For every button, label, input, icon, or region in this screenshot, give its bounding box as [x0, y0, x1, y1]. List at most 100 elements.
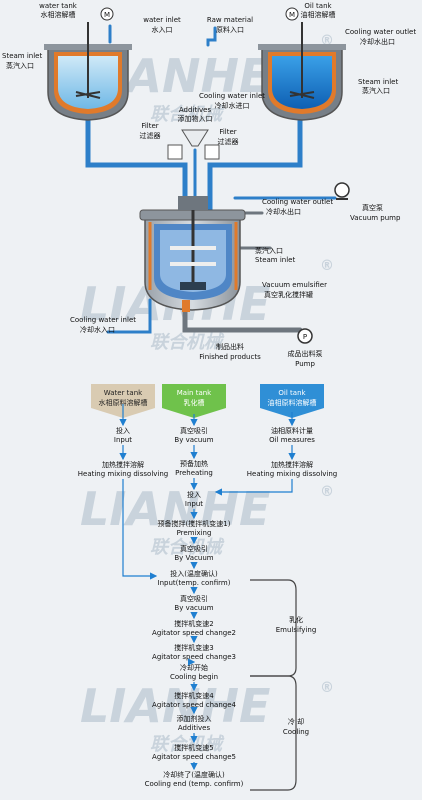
- main-step-label: By Vacuum: [174, 554, 213, 562]
- cooling-label: Cooling: [283, 728, 309, 736]
- main-step-label: By vacuum: [174, 436, 213, 444]
- watermark-reg-2: ®: [320, 258, 334, 274]
- cooling-water-inlet-left-label: Cooling water inlet: [70, 316, 136, 324]
- watermark: LIANHE 联合机械 LIANHE 联合机械 LIANHE 联合机械 LIAN…: [80, 33, 334, 755]
- additives-label: Additives: [179, 106, 212, 114]
- additives-label-cn: 添加物入口: [178, 114, 213, 123]
- flow-links: [119, 404, 296, 771]
- main-step-label-cn: 添加剂投入: [177, 714, 212, 723]
- main-step-label: Cooling begin: [170, 673, 218, 681]
- water-step-label: Input: [114, 436, 132, 444]
- header-oil-label-cn: 油相原料溶解槽: [268, 398, 317, 407]
- cooling-water-outlet-right-label-cn: 冷却水出口: [360, 37, 395, 46]
- cooling-water-outlet-mid-label: Cooling water outlet: [262, 198, 333, 206]
- filter-right-label-cn: 过滤器: [218, 137, 239, 146]
- raw-material-label: Raw material: [207, 16, 253, 24]
- finished-products-label: Finished products: [199, 353, 261, 361]
- oil-tank: M: [258, 7, 346, 121]
- filter-left-label-cn: 过滤器: [140, 131, 161, 140]
- main-step: 冷却终了(温度确认)Cooling end (temp. confirm): [145, 770, 244, 788]
- finished-products-label-cn: 制品出料: [216, 342, 244, 351]
- water-tank-motor-symbol: M: [104, 11, 110, 19]
- emulsifying-label: Emulsifying: [276, 626, 317, 634]
- main-step-label-cn: 投入(温度确认): [170, 569, 218, 578]
- watermark-reg-3: ®: [320, 484, 334, 500]
- steam-inlet-mid-label-cn: 蒸汽入口: [255, 246, 283, 255]
- cooling-water-outlet-right-label: Cooling water outlet: [345, 28, 416, 36]
- water-pipe: [85, 115, 188, 218]
- vacuum-pump-label-cn: 真空泵: [362, 203, 383, 212]
- oil-tank-label: Oil tank: [304, 2, 332, 10]
- main-step-label: Premixing: [177, 529, 212, 537]
- steam-inlet-right-label-cn: 蒸汽入口: [362, 86, 390, 95]
- filter-right-label: Filter: [219, 128, 236, 136]
- watermark-reg-4: ®: [320, 680, 334, 696]
- top-labels: water tank 水相溶解槽 water inlet 水入口 Raw mat…: [2, 2, 416, 368]
- pump-label: Pump: [295, 360, 315, 368]
- water-tank: M: [44, 7, 132, 121]
- oil-tank-motor-symbol: M: [289, 11, 295, 19]
- water-tank-label: water tank: [39, 2, 78, 10]
- main-step-label: Cooling end (temp. confirm): [145, 780, 244, 788]
- watermark-brand-4: LIANHE: [80, 679, 270, 733]
- main-step-label: Agitator speed change2: [152, 629, 236, 637]
- cooling-water-inlet-left-label-cn: 冷却水入口: [80, 325, 115, 334]
- header-water-label-cn: 水相原料溶解槽: [99, 398, 148, 407]
- water-inlet-label-cn: 水入口: [152, 25, 173, 34]
- main-step-label: Agitator speed change5: [152, 753, 236, 761]
- main-step-label-cn: 预备加热: [180, 459, 208, 468]
- cooling-water-inlet-right-label-cn: 冷却水进口: [215, 101, 250, 110]
- steam-inlet-left-label: Steam inlet: [2, 52, 42, 60]
- main-step-label: Agitator speed change3: [152, 653, 236, 661]
- pump-label-cn: 成品出料泵: [288, 349, 323, 358]
- watermark-brand-cn-1: 联合机械: [150, 104, 225, 125]
- header-water-label: Water tank: [104, 389, 143, 397]
- vacuum-pump-label: Vacuum pump: [350, 214, 401, 222]
- emulsifying-bracket: 乳化 Emulsifying: [250, 579, 317, 677]
- cooling-water-inlet-right-label: Cooling water inlet: [199, 92, 265, 100]
- cooling-water-outlet-mid-label-cn: 冷却水出口: [266, 207, 301, 216]
- main-step-label-cn: 冷却开始: [180, 663, 208, 672]
- steam-inlet-left-label-cn: 蒸汽入口: [6, 61, 34, 70]
- water-step-label: Heating mixing dissolving: [78, 470, 169, 478]
- main-step-label-cn: 真空吸引: [180, 594, 208, 603]
- oil-step-label-cn: 油相原料计量: [271, 426, 313, 435]
- emulsifying-label-cn: 乳化: [289, 615, 303, 624]
- vacuum-emulsifier-label-cn: 真空乳化搅拌罐: [264, 290, 313, 299]
- watermark-brand-cn-2: 联合机械: [150, 332, 225, 353]
- watermark-brand-cn-3: 联合机械: [150, 537, 225, 558]
- water-tank-label-cn: 水相溶解槽: [41, 10, 76, 19]
- water-to-main-link: [122, 479, 158, 580]
- filter-left: [167, 144, 183, 160]
- main-step-label: Preheating: [175, 469, 213, 477]
- header-oil-label: Oil tank: [278, 389, 306, 397]
- main-step-label-cn: 真空吸引: [180, 544, 208, 553]
- main-step: 投入(温度确认)Input(temp. confirm): [158, 569, 231, 587]
- header-main-label-cn: 乳化槽: [184, 398, 205, 407]
- oil-step-label-cn: 加热搅拌溶解: [271, 460, 313, 469]
- oil-step-label: Oil measures: [269, 436, 315, 444]
- main-step-label-cn: 真空吸引: [180, 426, 208, 435]
- oil-pipe: [207, 115, 303, 218]
- main-step-label: Additives: [178, 724, 211, 732]
- vacuum-pump: [334, 182, 350, 200]
- cooling-bracket: 冷 却 Cooling: [250, 675, 309, 791]
- product-pipe: [182, 305, 303, 333]
- cooling-label-cn: 冷 却: [288, 717, 304, 726]
